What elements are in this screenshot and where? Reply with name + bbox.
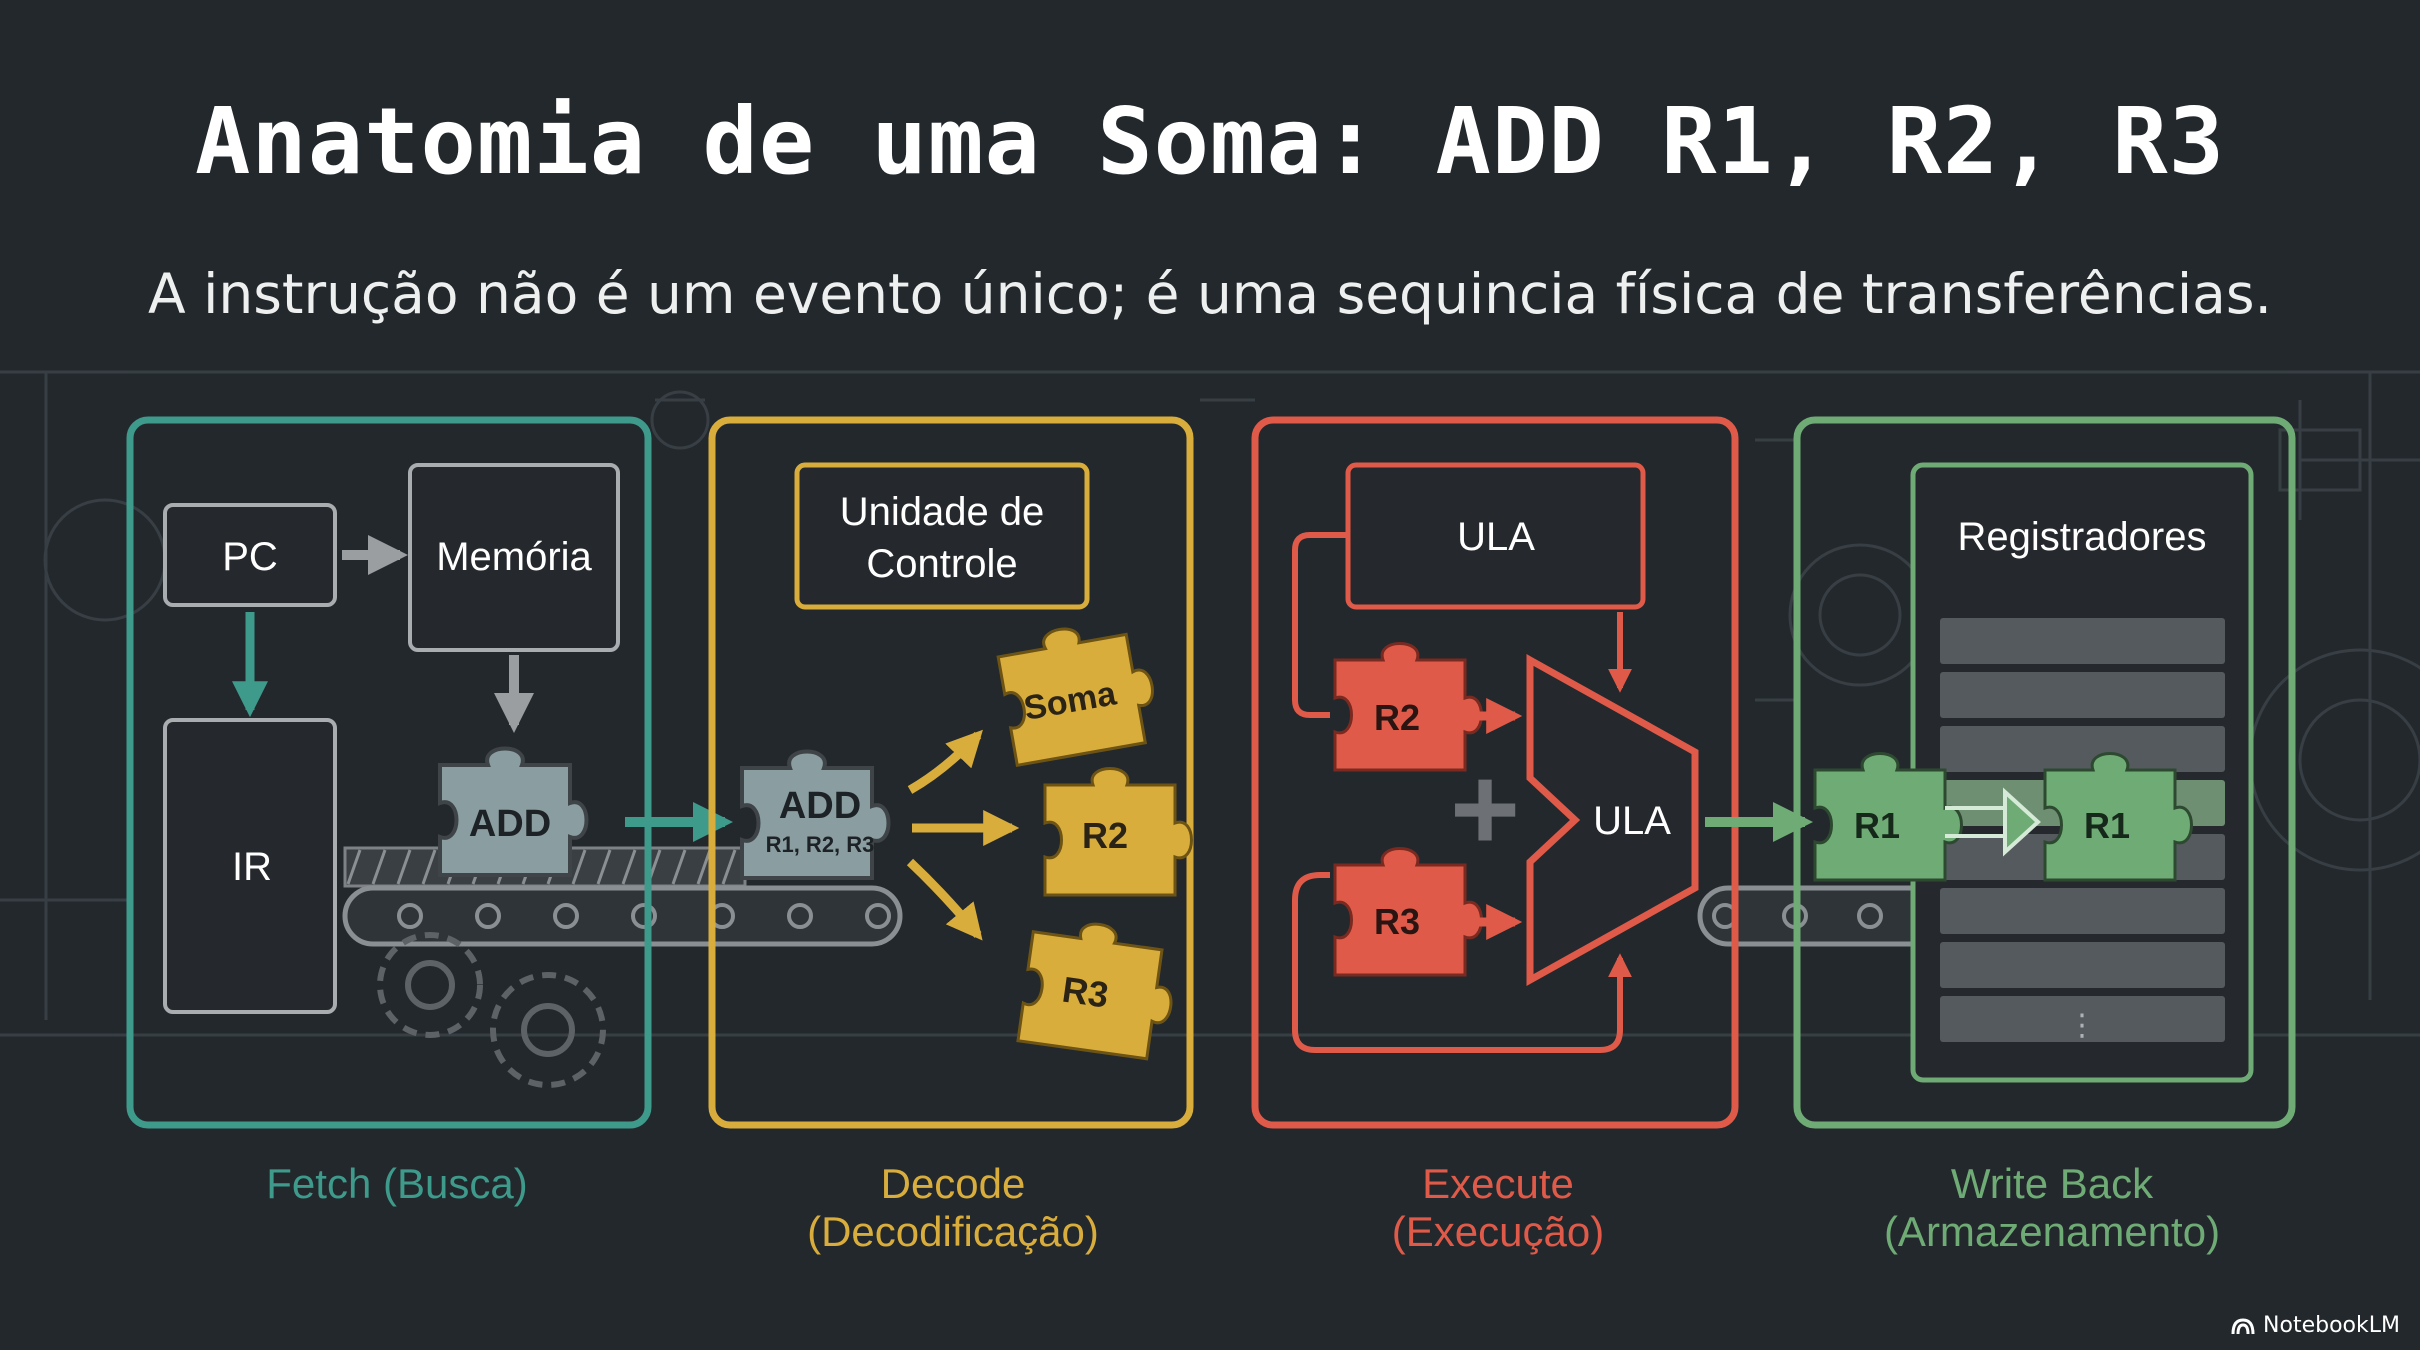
execute-caption-2: (Execução) xyxy=(1392,1208,1604,1255)
writeback-panel xyxy=(1793,416,2296,1129)
writeback-stage: Registradores ⋮ R1 R1 Write Ba xyxy=(1793,416,2296,1255)
ir-box xyxy=(163,718,337,1014)
fetch-panel xyxy=(126,416,652,1129)
memoria-box xyxy=(408,463,620,652)
alu-shape xyxy=(1526,654,1699,986)
store-arrow xyxy=(1945,787,2041,857)
decode-to-r3-arrow xyxy=(906,858,983,941)
alu-label: ULA xyxy=(1593,799,1671,843)
execute-panel xyxy=(1251,416,1739,1129)
writeback-r1-label: R1 xyxy=(1854,805,1900,846)
memoria-label: Memória xyxy=(436,535,592,579)
fetch-stage: PC Memória IR ADD Fetch (Busca) xyxy=(126,416,733,1207)
add-piece-label: ADD xyxy=(469,803,551,845)
execute-caption-1: Execute xyxy=(1422,1160,1574,1207)
ir-label: IR xyxy=(232,845,272,889)
control-unit-label-2: Controle xyxy=(866,542,1017,586)
page-title: Anatomia de uma Soma: ADD R1, R2, R3 xyxy=(195,88,2225,195)
conveyor-belt xyxy=(342,846,1978,947)
brand-label: NotebookLM xyxy=(2263,1313,2400,1338)
brand-watermark: NotebookLM xyxy=(2231,1313,2400,1338)
decode-r2-label: R2 xyxy=(1082,815,1128,856)
page-subtitle: A instrução não é um evento único; é uma… xyxy=(148,262,2272,326)
registers-title: Registradores xyxy=(1957,515,2206,559)
execute-r3-label: R3 xyxy=(1374,901,1420,942)
ula-loop-left xyxy=(1292,532,1348,718)
plus-sign: + xyxy=(1450,742,1520,876)
decode-panel xyxy=(708,416,1194,1129)
registers-ellipsis: ⋮ xyxy=(2067,1008,2097,1043)
decode-caption-2: (Decodificação) xyxy=(807,1208,1099,1255)
notebooklm-logo-icon xyxy=(2231,1317,2255,1334)
decode-stage: Unidade de Controle ADD R1, R2, R3 Soma … xyxy=(708,416,1194,1255)
decode-r3-label: R3 xyxy=(1060,969,1111,1016)
pc-box xyxy=(163,503,337,607)
writeback-caption-1: Write Back xyxy=(1951,1160,2154,1207)
ula-box-label: ULA xyxy=(1457,515,1535,559)
writeback-caption-2: (Armazenamento) xyxy=(1884,1208,2220,1255)
execute-r2-label: R2 xyxy=(1374,697,1420,738)
fetch-caption: Fetch (Busca) xyxy=(266,1160,527,1207)
decode-piece-label-2: R1, R2, R3 xyxy=(766,832,875,857)
pc-label: PC xyxy=(222,535,278,579)
decode-piece-label-1: ADD xyxy=(779,785,861,827)
stored-r1-label: R1 xyxy=(2084,805,2130,846)
execute-stage: ULA R2 R3 + ULA Execute (Execução) xyxy=(1251,416,1813,1255)
ula-loop-bottom xyxy=(1292,872,1620,1053)
gear-icon xyxy=(377,932,606,1088)
decode-to-soma-arrow xyxy=(907,729,983,794)
control-unit-box xyxy=(794,462,1090,610)
decode-caption-1: Decode xyxy=(881,1160,1026,1207)
control-unit-label-1: Unidade de xyxy=(840,490,1045,534)
